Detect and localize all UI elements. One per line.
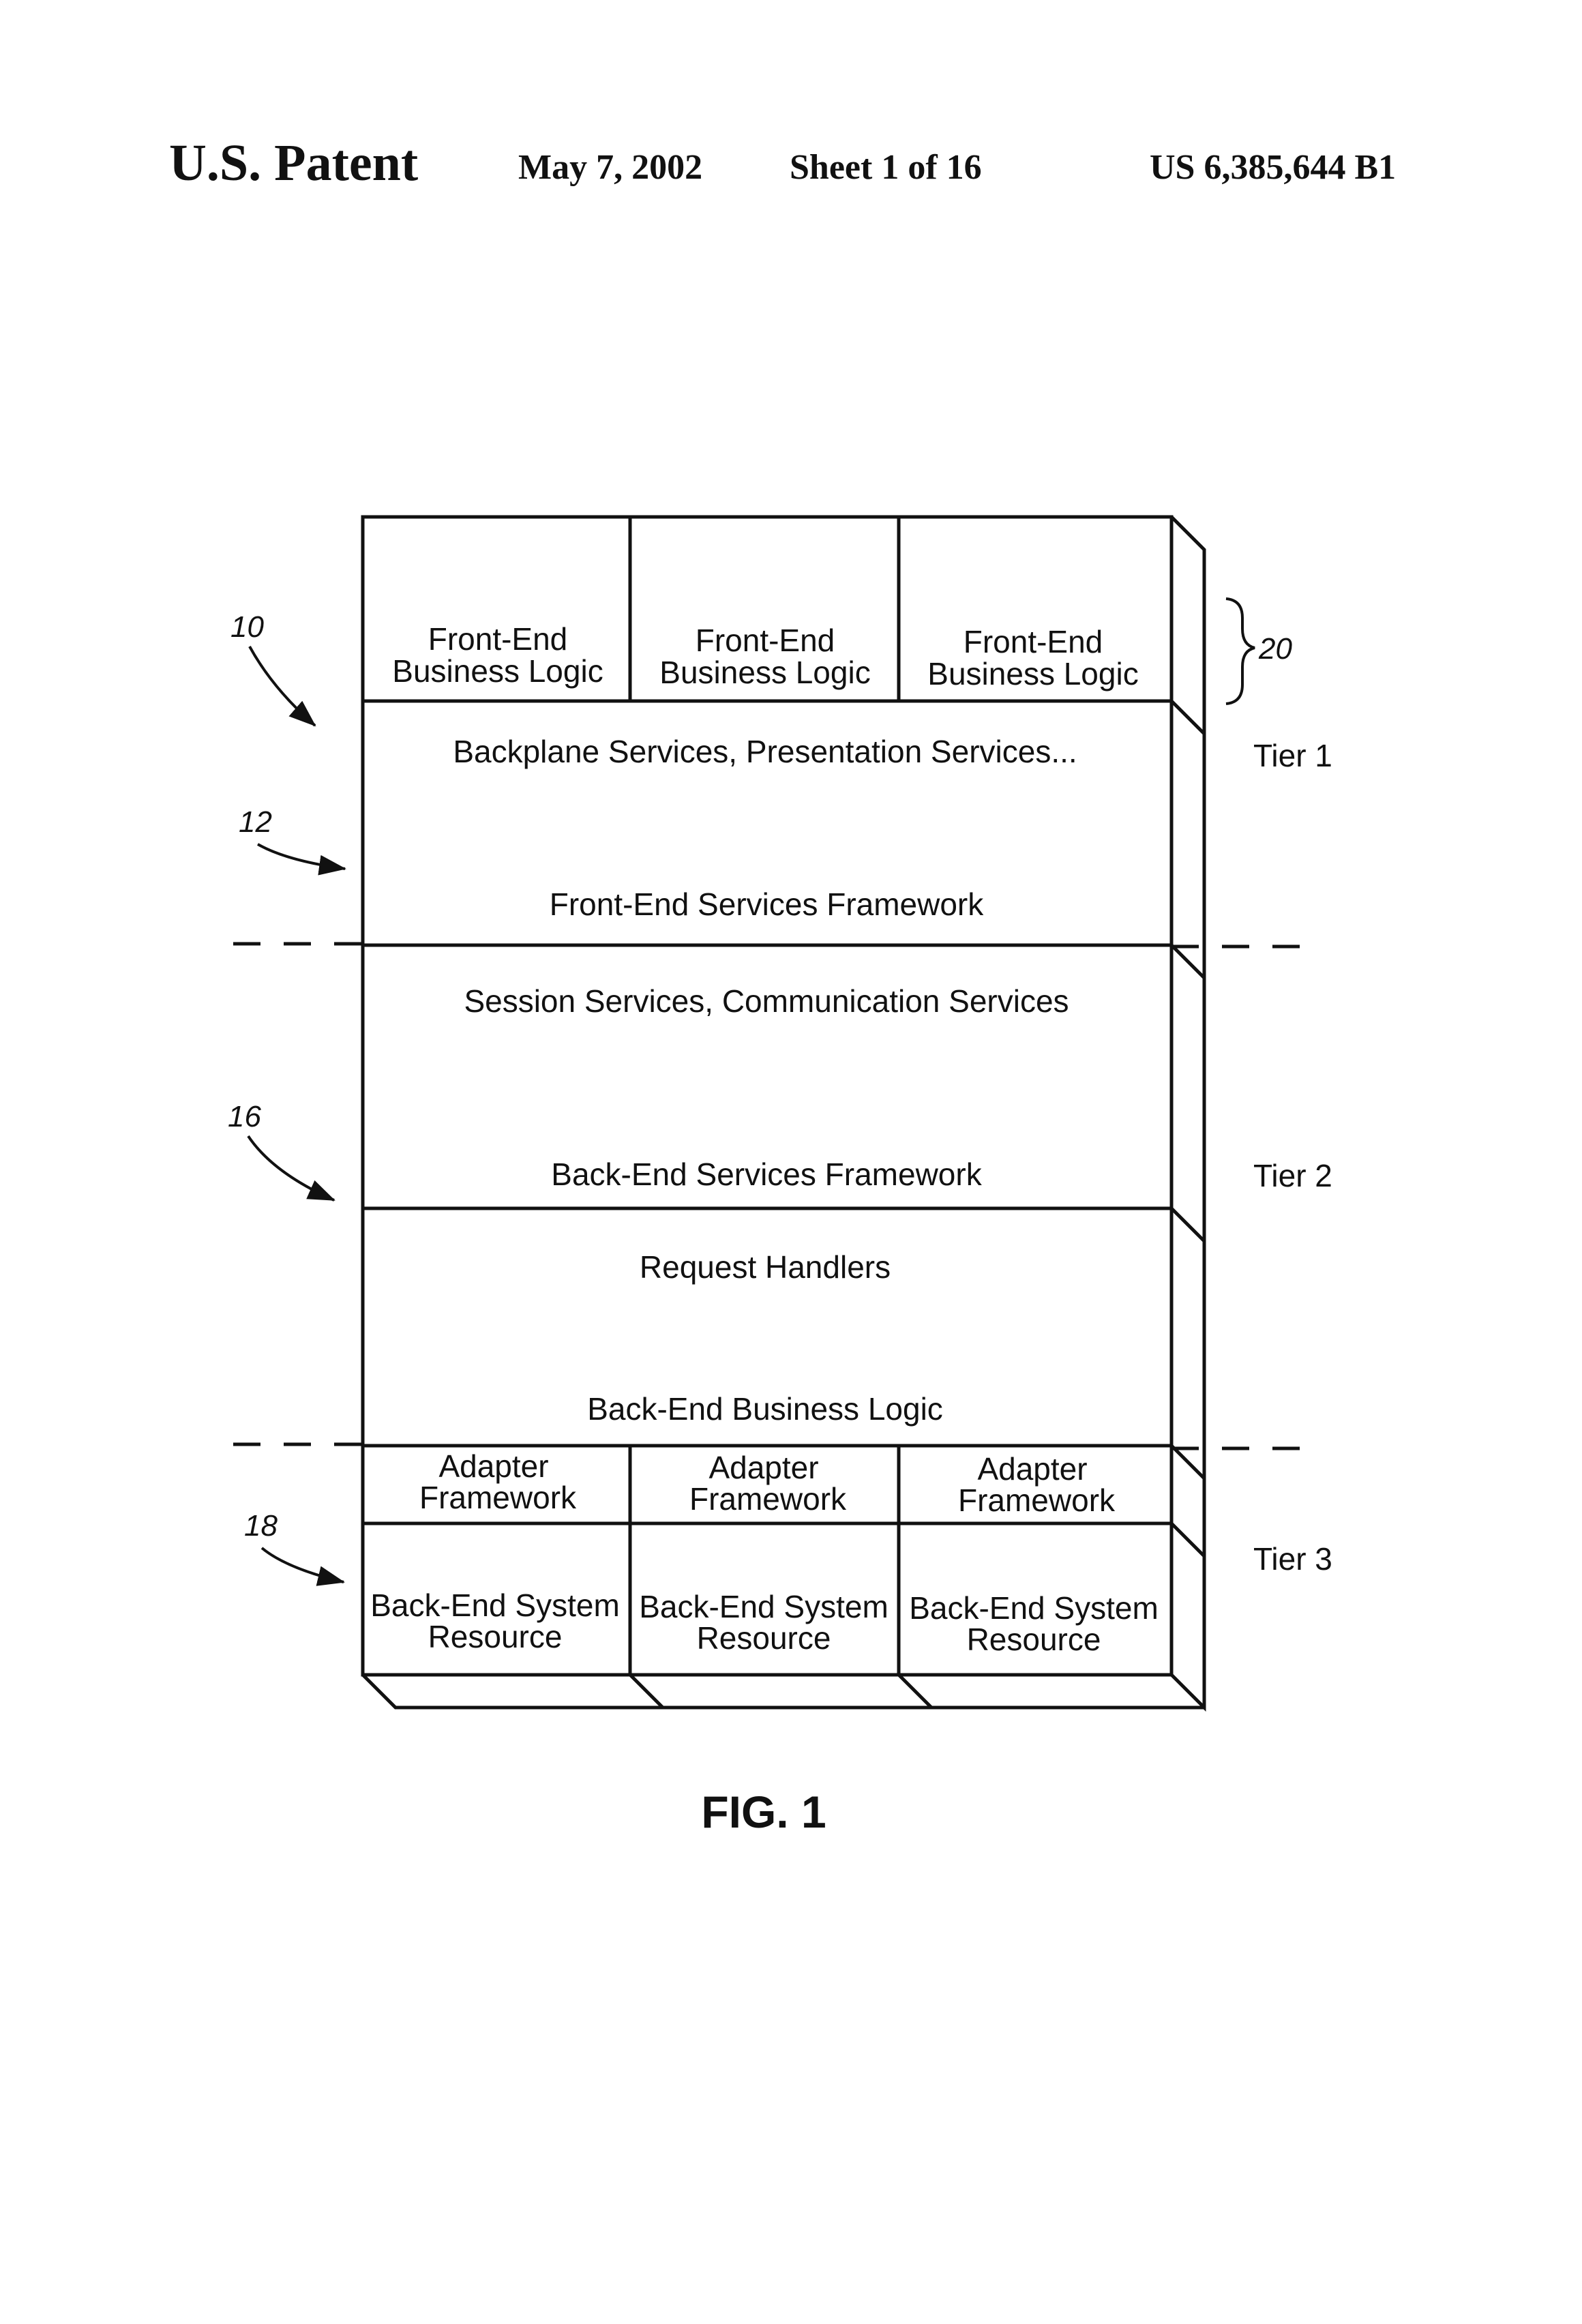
back-end-services-framework: Back-End Services Framework bbox=[551, 1157, 982, 1192]
bottom-edge-2 bbox=[899, 1675, 931, 1708]
front-end-logic-3-line1: Front-End bbox=[964, 624, 1103, 659]
bottom-face bbox=[363, 1675, 1204, 1708]
adapter-framework-3-line1: Adapter bbox=[977, 1451, 1087, 1487]
tier-3-label: Tier 3 bbox=[1253, 1541, 1332, 1577]
session-services: Session Services, Communication Services bbox=[464, 983, 1069, 1019]
back-end-resource-1-line2: Resource bbox=[428, 1619, 563, 1654]
arrow-18 bbox=[262, 1548, 344, 1582]
front-end-logic-1-line2: Business Logic bbox=[392, 653, 603, 689]
request-handlers: Request Handlers bbox=[640, 1249, 891, 1285]
back-end-resource-3-line2: Resource bbox=[967, 1622, 1101, 1657]
back-end-resource-2-line1: Back-End System bbox=[639, 1589, 889, 1624]
arrow-12 bbox=[258, 844, 345, 869]
tier-2-label: Tier 2 bbox=[1253, 1158, 1332, 1193]
reference-12: 12 bbox=[239, 805, 272, 839]
side-edge-5 bbox=[1171, 1523, 1204, 1556]
backplane-services: Backplane Services, Presentation Service… bbox=[453, 734, 1077, 769]
front-end-services-framework: Front-End Services Framework bbox=[550, 887, 984, 922]
back-end-resource-2-line2: Resource bbox=[697, 1620, 831, 1656]
reference-18: 18 bbox=[244, 1509, 278, 1543]
front-end-logic-3-line2: Business Logic bbox=[927, 656, 1138, 691]
side-edge-2 bbox=[1171, 945, 1204, 978]
front-end-logic-2-line1: Front-End bbox=[696, 623, 835, 658]
tier-1-label: Tier 1 bbox=[1253, 738, 1332, 773]
side-edge-3 bbox=[1171, 1208, 1204, 1241]
arrow-16 bbox=[248, 1136, 334, 1200]
bottom-edge-1 bbox=[630, 1675, 663, 1708]
adapter-framework-2-line2: Framework bbox=[689, 1481, 847, 1517]
back-end-resource-1-line1: Back-End System bbox=[370, 1588, 620, 1623]
back-end-resource-3-line1: Back-End System bbox=[909, 1590, 1159, 1626]
front-end-logic-2-line2: Business Logic bbox=[659, 655, 870, 690]
back-end-business-logic: Back-End Business Logic bbox=[587, 1391, 943, 1427]
front-end-logic-1-line1: Front-End bbox=[428, 621, 568, 657]
side-edge-1 bbox=[1171, 701, 1204, 734]
adapter-framework-2-line1: Adapter bbox=[708, 1450, 818, 1485]
reference-10: 10 bbox=[230, 610, 264, 644]
adapter-framework-3-line2: Framework bbox=[958, 1483, 1116, 1518]
adapter-framework-1-line1: Adapter bbox=[438, 1448, 548, 1484]
brace-20 bbox=[1226, 599, 1255, 704]
arrow-10 bbox=[250, 646, 315, 726]
adapter-framework-1-line2: Framework bbox=[419, 1480, 577, 1515]
side-edge-4 bbox=[1171, 1446, 1204, 1478]
reference-16: 16 bbox=[228, 1100, 261, 1133]
figure-caption: FIG. 1 bbox=[701, 1787, 826, 1837]
reference-20: 20 bbox=[1258, 632, 1292, 666]
